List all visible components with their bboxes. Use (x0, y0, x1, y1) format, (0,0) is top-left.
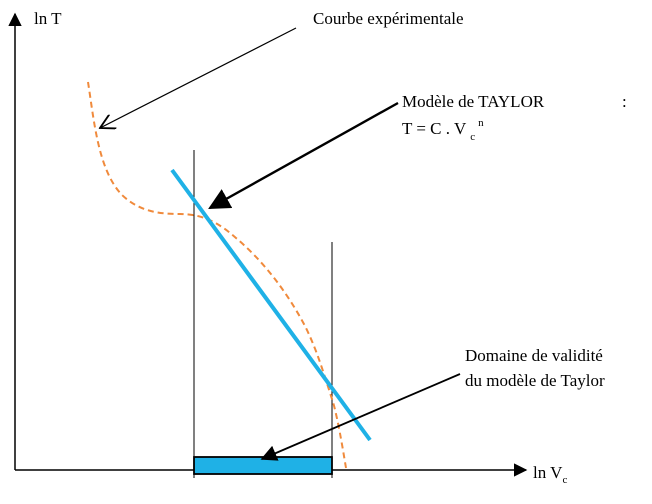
taylor-model-colon: : (622, 92, 627, 111)
validity-domain-arrow (260, 373, 461, 461)
taylor-model-title: Modèle de TAYLOR (402, 92, 545, 111)
validity-domain-label-line1: Domaine de validité (465, 346, 603, 365)
x-axis-label: ln Vc (533, 463, 567, 486)
validity-domain-label-line2: du modèle de Taylor (465, 371, 605, 390)
experimental-curve (87, 81, 347, 469)
experimental-curve-arrow (100, 27, 297, 128)
taylor-model-arrow (208, 101, 399, 210)
y-axis-label: ln T (34, 9, 62, 28)
taylor-formula-main: T = C . V (402, 119, 467, 138)
experimental-curve-label: Courbe expérimentale (313, 9, 464, 28)
taylor-formula-sup: n (478, 117, 484, 129)
x-axis-label-sub: c (562, 474, 567, 486)
taylor-formula-sub: c (470, 131, 475, 143)
x-axis-label-main: ln V (533, 463, 563, 482)
taylor-model-line (170, 168, 372, 442)
